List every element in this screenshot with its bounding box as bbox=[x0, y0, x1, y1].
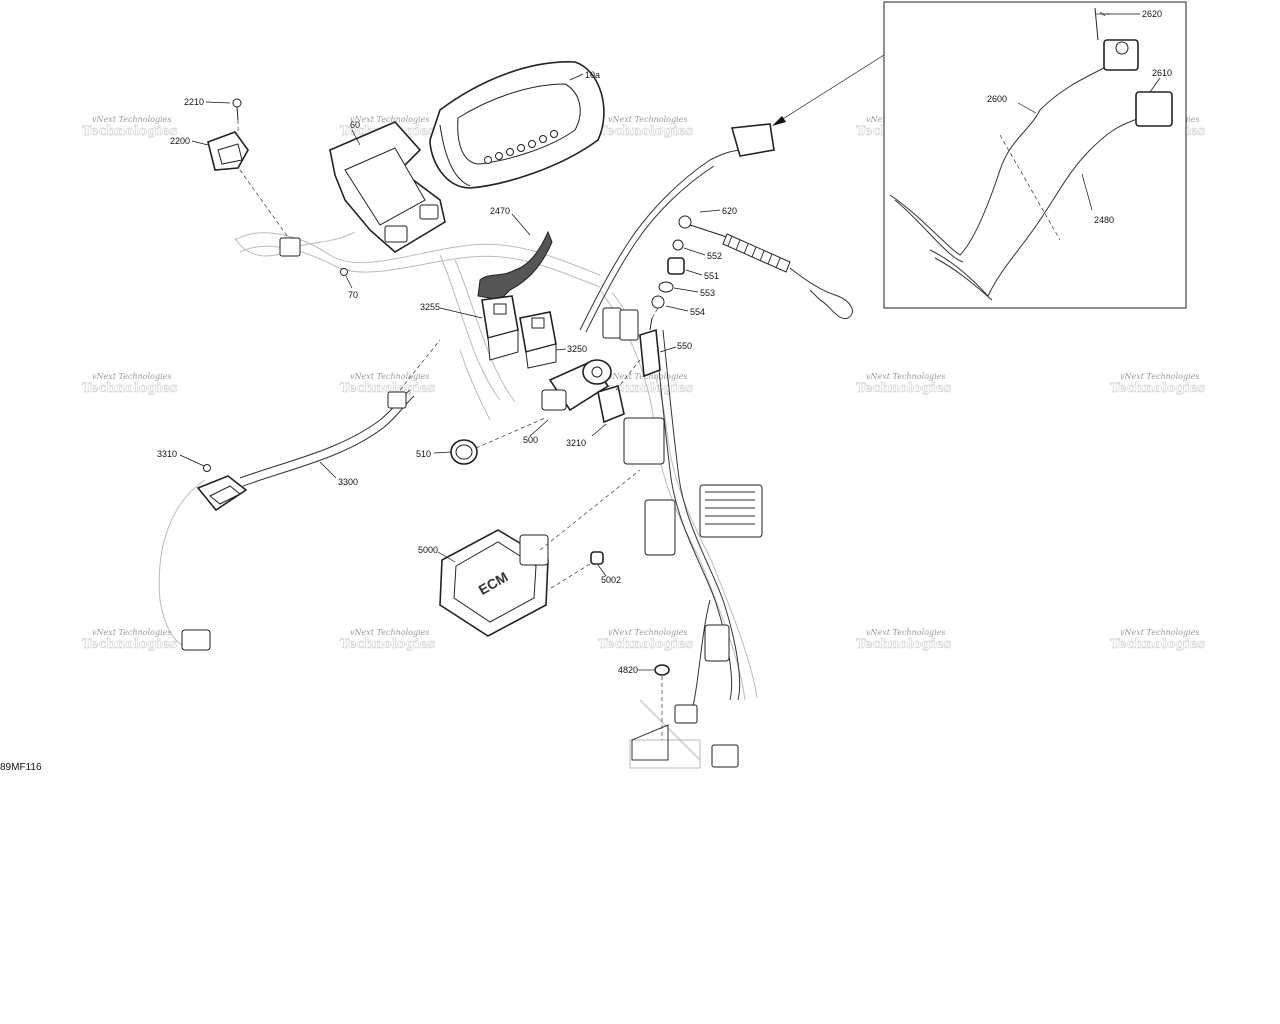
washer-552: 552 bbox=[672, 239, 722, 261]
part-label-5000: 5000 bbox=[418, 545, 438, 555]
nut-554: 554 bbox=[651, 295, 705, 317]
svg-text:vNext Technologies: vNext Technologies bbox=[92, 628, 171, 637]
watermark: Technologies vNext Technologies bbox=[598, 628, 694, 652]
svg-text:vNext Technologies: vNext Technologies bbox=[608, 115, 687, 124]
strap-2470: 2470 bbox=[477, 206, 553, 301]
part-label-4820: 4820 bbox=[618, 665, 638, 675]
part-label-2620: 2620 bbox=[1142, 9, 1162, 19]
part-label-5002: 5002 bbox=[601, 575, 621, 585]
cluster-bracket: 60 bbox=[329, 120, 446, 253]
nut-5002: 5002 bbox=[547, 551, 621, 591]
part-label-10a: 10a bbox=[585, 70, 600, 80]
part-label-70: 70 bbox=[348, 290, 358, 300]
part-label-2200: 2200 bbox=[170, 136, 190, 146]
svg-text:vNext Technologies: vNext Technologies bbox=[350, 372, 429, 381]
part-label-500: 500 bbox=[523, 435, 538, 445]
svg-text:vNext Technologies: vNext Technologies bbox=[92, 115, 171, 124]
svg-text:Technologies: Technologies bbox=[340, 637, 435, 652]
watermark: Technologies vNext Technologies bbox=[340, 372, 436, 396]
svg-text:vNext Technologies: vNext Technologies bbox=[866, 372, 945, 381]
svg-text:Technologies: Technologies bbox=[1110, 637, 1205, 652]
svg-text:vNext Technologies: vNext Technologies bbox=[1120, 628, 1199, 637]
part-label-3250: 3250 bbox=[567, 344, 587, 354]
instrument-cluster: 10a bbox=[429, 61, 605, 189]
ring-nut-510: 510 bbox=[416, 439, 478, 465]
part-label-60: 60 bbox=[350, 120, 360, 130]
svg-text:Technologies: Technologies bbox=[598, 124, 693, 139]
relay-3310: 3310 bbox=[157, 449, 248, 512]
watermark: Technologies vNext Technologies bbox=[856, 628, 952, 652]
part-label-620: 620 bbox=[722, 206, 737, 216]
part-label-510: 510 bbox=[416, 449, 431, 459]
nut-4820: 4820 bbox=[618, 664, 670, 740]
post-550: 550 bbox=[639, 307, 692, 378]
part-label-551: 551 bbox=[704, 271, 719, 281]
switch-3255: 3255 bbox=[420, 295, 519, 361]
harness-left-upper bbox=[234, 231, 356, 257]
svg-text:vNext Technologies: vNext Technologies bbox=[1120, 372, 1199, 381]
nut-551: 551 bbox=[667, 257, 719, 281]
switch-3250: 3250 bbox=[519, 311, 587, 369]
screw-2210: 2210 bbox=[184, 97, 242, 121]
svg-text:vNext Technologies: vNext Technologies bbox=[866, 628, 945, 637]
svg-text:Technologies: Technologies bbox=[1110, 381, 1205, 396]
part-label-2470: 2470 bbox=[490, 206, 510, 216]
watermark: Technologies vNext Technologies bbox=[82, 115, 178, 139]
fastener-70: 70 bbox=[340, 268, 358, 300]
part-label-3300: 3300 bbox=[338, 477, 358, 487]
svg-text:vNext Technologies: vNext Technologies bbox=[92, 372, 171, 381]
watermark: Technologies vNext Technologies bbox=[1110, 628, 1206, 652]
part-label-3255: 3255 bbox=[420, 302, 440, 312]
part-label-2480: 2480 bbox=[1094, 215, 1114, 225]
harness-3300: 3300 bbox=[158, 339, 441, 651]
drawing-code: 89MF116 bbox=[0, 762, 42, 773]
part-label-550: 550 bbox=[677, 341, 692, 351]
watermark: Technologies vNext Technologies bbox=[856, 372, 952, 396]
svg-text:vNext Technologies: vNext Technologies bbox=[350, 628, 429, 637]
watermark: Technologies vNext Technologies bbox=[82, 372, 178, 396]
part-label-552: 552 bbox=[707, 251, 722, 261]
watermark: Technologies vNext Technologies bbox=[82, 628, 178, 652]
tether-cord: 620 bbox=[579, 123, 853, 333]
part-label-2210: 2210 bbox=[184, 97, 204, 107]
main-wiring-harness bbox=[602, 307, 763, 768]
ignition-switch-500: 500 bbox=[475, 359, 612, 449]
part-label-553: 553 bbox=[700, 288, 715, 298]
svg-text:vNext Technologies: vNext Technologies bbox=[350, 115, 429, 124]
part-label-554: 554 bbox=[690, 307, 705, 317]
watermark-layer: Technologies vNext Technologies Technolo… bbox=[82, 115, 1206, 652]
svg-text:Technologies: Technologies bbox=[82, 124, 177, 139]
washer-553: 553 bbox=[658, 281, 715, 298]
svg-text:Technologies: Technologies bbox=[856, 381, 951, 396]
part-label-2600: 2600 bbox=[987, 94, 1007, 104]
cluster-buttons bbox=[484, 130, 558, 164]
svg-text:Technologies: Technologies bbox=[82, 381, 177, 396]
watermark: Technologies vNext Technologies bbox=[1110, 372, 1206, 396]
svg-text:Technologies: Technologies bbox=[82, 637, 177, 652]
part-label-2610: 2610 bbox=[1152, 68, 1172, 78]
part-label-3210: 3210 bbox=[566, 438, 586, 448]
svg-text:Technologies: Technologies bbox=[598, 637, 693, 652]
sensor-2200: 2200 bbox=[170, 120, 291, 241]
watermark: Technologies vNext Technologies bbox=[340, 628, 436, 652]
connector-3210: 3210 bbox=[566, 359, 641, 448]
svg-text:Technologies: Technologies bbox=[856, 637, 951, 652]
spring bbox=[722, 233, 853, 320]
watermark: Technologies vNext Technologies bbox=[598, 115, 694, 139]
detail-inset: 2620 2610 2600 2480 bbox=[883, 1, 1187, 309]
inset-pointer-arrow bbox=[772, 54, 885, 126]
svg-text:vNext Technologies: vNext Technologies bbox=[608, 372, 687, 381]
svg-text:vNext Technologies: vNext Technologies bbox=[608, 628, 687, 637]
svg-text:Technologies: Technologies bbox=[340, 381, 435, 396]
part-label-3310: 3310 bbox=[157, 449, 177, 459]
ecm-module-5000: ECM 5000 bbox=[418, 469, 641, 637]
